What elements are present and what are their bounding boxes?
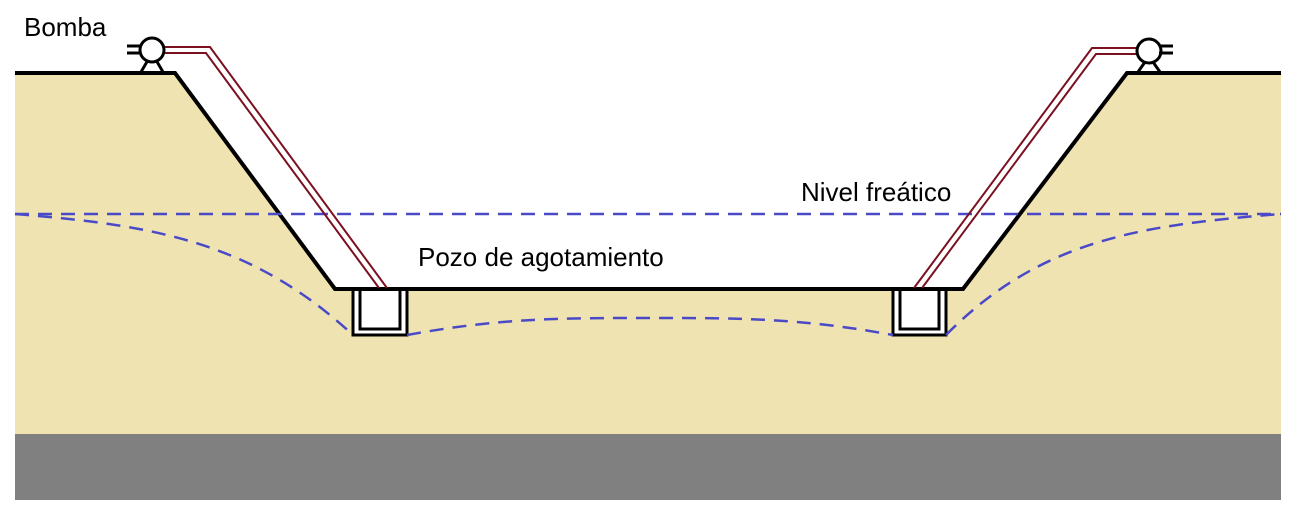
sump-left [351,287,409,337]
pump-right-icon [1135,37,1173,73]
pipe-left [164,46,388,289]
pump-label: Bomba [24,12,107,42]
bedrock-layer [15,434,1281,500]
water-table-label: Nivel freático [801,177,952,207]
sump-right [891,287,948,337]
lowered-water-table [14,212,1282,337]
pump-left-icon [127,36,166,73]
soil-layer [15,73,1281,434]
pipe-right [913,47,1137,289]
excavation-outline [15,71,1281,291]
sump-label: Pozo de agotamiento [418,242,664,272]
